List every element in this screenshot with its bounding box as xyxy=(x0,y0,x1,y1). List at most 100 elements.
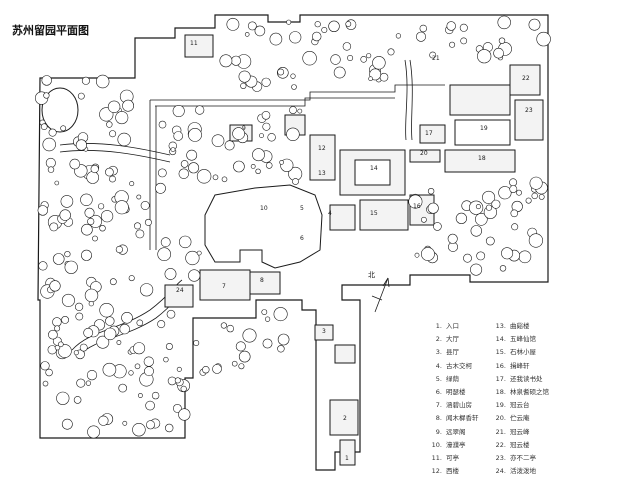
tree-icon xyxy=(195,105,205,115)
legend-item-number: 23. xyxy=(495,453,506,462)
legend-item-number: 8. xyxy=(435,414,442,423)
tree-icon xyxy=(172,105,185,118)
tree-icon xyxy=(143,356,154,367)
tree-icon xyxy=(57,344,72,358)
legend-item-number: 7. xyxy=(435,401,442,410)
tree-icon xyxy=(73,350,79,356)
legend-item-name: 可亭 xyxy=(446,453,459,462)
legend-item-name: 冠云台 xyxy=(510,401,530,410)
tree-icon xyxy=(77,92,85,100)
tree-icon xyxy=(73,396,82,404)
tree-icon xyxy=(75,312,84,321)
tree-icon xyxy=(447,233,458,244)
tree-icon xyxy=(289,31,302,44)
tree-icon xyxy=(109,130,117,138)
tree-icon xyxy=(220,322,227,329)
tree-icon xyxy=(536,31,551,47)
building-number-label: 15 xyxy=(370,210,378,217)
tree-icon xyxy=(242,328,257,343)
tree-icon xyxy=(226,324,235,333)
tree-icon xyxy=(158,120,167,129)
tree-icon xyxy=(88,301,94,307)
tree-icon xyxy=(395,33,402,39)
tree-icon xyxy=(42,137,56,152)
tree-icon xyxy=(449,41,456,48)
tree-icon xyxy=(128,370,134,376)
building-number-label: 18 xyxy=(478,155,486,162)
tree-icon xyxy=(250,163,256,169)
legend-item-name: 伫云庵 xyxy=(510,414,530,423)
tree-icon xyxy=(277,68,285,76)
legend-item: 10.濠濮亭 xyxy=(428,439,528,452)
tree-icon xyxy=(45,157,56,168)
tree-icon xyxy=(60,125,67,132)
north-arrow-icon xyxy=(371,277,390,313)
tree-icon xyxy=(460,37,468,45)
legend-item-name: 入口 xyxy=(446,322,459,330)
tree-icon xyxy=(157,320,166,329)
tree-icon xyxy=(501,247,514,260)
tree-icon xyxy=(498,37,506,44)
legend-item-number: 18. xyxy=(495,387,506,396)
tree-icon xyxy=(128,275,135,282)
tree-icon xyxy=(244,32,250,37)
tree-icon xyxy=(525,197,532,204)
tree-icon xyxy=(219,54,233,68)
tree-icon xyxy=(52,317,62,327)
legend-item: 2.大厅 xyxy=(428,333,528,346)
tree-icon xyxy=(174,377,181,384)
tree-icon xyxy=(188,162,200,174)
tree-icon xyxy=(366,53,372,59)
tree-icon xyxy=(96,335,110,349)
tree-icon xyxy=(180,385,187,393)
tree-icon xyxy=(261,77,271,87)
building-number-label: 4 xyxy=(328,210,332,217)
tree-icon xyxy=(277,345,285,353)
tree-icon xyxy=(37,205,48,216)
tree-icon xyxy=(427,202,439,214)
tree-icon xyxy=(497,15,511,30)
tree-icon xyxy=(176,366,182,372)
tree-icon xyxy=(49,222,59,232)
legend-item: 8.闻木樨香轩 xyxy=(428,412,528,425)
tree-icon xyxy=(255,168,261,175)
tree-icon xyxy=(57,341,64,348)
legend-item-number: 15. xyxy=(495,348,506,357)
tree-icon xyxy=(529,176,543,190)
tree-icon xyxy=(226,17,240,31)
tree-icon xyxy=(493,47,504,59)
tree-icon xyxy=(360,55,368,63)
legend-item-number: 22. xyxy=(495,440,506,449)
building-number-label: 12 xyxy=(318,145,326,152)
tree-icon xyxy=(231,55,242,66)
tree-icon xyxy=(538,193,545,200)
tree-icon xyxy=(97,203,105,210)
tree-icon xyxy=(102,362,117,377)
tree-icon xyxy=(129,181,135,187)
tree-icon xyxy=(387,48,395,56)
legend-item: 17.还我读书处 xyxy=(492,373,592,386)
tree-icon xyxy=(314,21,321,28)
legend-item-number: 2. xyxy=(435,335,442,344)
legend-item-number: 13. xyxy=(495,322,506,330)
legend-item: 1.入口 xyxy=(428,320,528,333)
legend-item-number: 6. xyxy=(435,387,442,396)
tree-icon xyxy=(86,171,99,184)
tree-icon xyxy=(186,149,198,161)
tree-icon xyxy=(81,223,93,236)
tree-icon xyxy=(105,316,115,326)
legend-item: 19.冠云台 xyxy=(492,399,592,412)
tree-icon xyxy=(262,338,273,349)
tree-icon xyxy=(179,235,192,249)
legend-item: 21.冠云峰 xyxy=(492,426,592,439)
tree-icon xyxy=(476,251,486,261)
building-number-label: 7 xyxy=(222,283,226,290)
legend-item: 14.五峰仙馆 xyxy=(492,333,592,346)
legend-item-name: 县厅 xyxy=(446,348,459,357)
legend-item-name: 冠云峰 xyxy=(510,427,530,436)
tree-icon xyxy=(221,176,228,183)
tree-icon xyxy=(510,209,519,218)
tree-icon xyxy=(165,342,173,350)
tree-icon xyxy=(196,169,212,184)
tree-icon xyxy=(267,133,276,142)
